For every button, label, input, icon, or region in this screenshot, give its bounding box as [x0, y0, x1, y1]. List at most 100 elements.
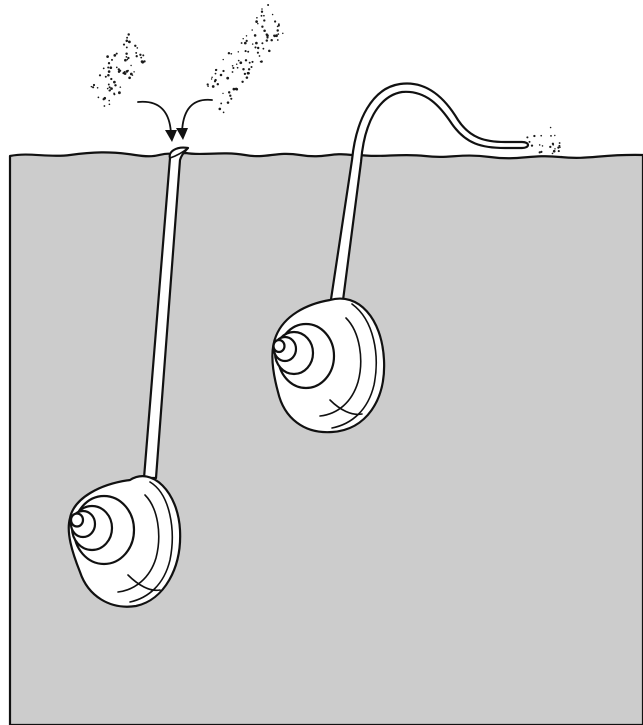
- left-particle-speck: [93, 84, 95, 86]
- right-particle-speck: [245, 50, 247, 52]
- right-particle-speck: [217, 83, 219, 85]
- right-particle-speck: [223, 112, 225, 114]
- left-particle-speck: [92, 86, 94, 88]
- right-particle-speck: [246, 76, 249, 79]
- right-particle-speck: [246, 40, 248, 42]
- right-particle-speck: [272, 14, 274, 16]
- right-particle-speck: [254, 34, 257, 37]
- right-particle-speck: [222, 70, 224, 72]
- right-particle-speck: [232, 67, 234, 69]
- tip-particle-speck: [542, 145, 544, 147]
- left-particle-speck: [128, 76, 131, 79]
- left-particle-speck: [128, 41, 131, 44]
- water-current-arrows: [138, 100, 212, 142]
- right-particle-speck: [270, 39, 272, 41]
- right-particle-speck: [229, 95, 231, 97]
- left-particle-speck: [134, 45, 136, 47]
- left-particle-speck: [113, 54, 116, 57]
- right-particle-speck: [242, 68, 244, 70]
- left-particle-speck: [116, 67, 118, 69]
- right-particle-speck: [261, 8, 263, 10]
- right-particle-speck: [242, 38, 243, 39]
- tip-particle-speck: [539, 151, 541, 153]
- right-particle-speck: [274, 36, 276, 38]
- left-particle-speck: [98, 97, 100, 99]
- right-particle-speck: [263, 30, 266, 33]
- left-particle-speck: [97, 87, 99, 89]
- left-particle-speck: [108, 62, 110, 64]
- right-particle-speck: [215, 69, 217, 71]
- tip-particle-speck: [554, 148, 555, 149]
- right-particle-speck: [266, 39, 268, 41]
- left-particle-speck: [126, 40, 129, 43]
- tip-particle-speck: [539, 144, 541, 146]
- left-particle-speck: [114, 84, 116, 86]
- arrowhead-right: [176, 128, 188, 140]
- right-particle-speck: [228, 91, 230, 93]
- tip-particle-speck: [526, 136, 528, 138]
- right-particle-speck: [245, 59, 247, 61]
- left-particle-speck: [135, 52, 137, 54]
- left-particle-speck: [124, 71, 126, 73]
- right-particle-speck: [255, 20, 258, 23]
- tip-particle-speck: [552, 153, 554, 155]
- left-particle-speck: [109, 66, 112, 69]
- arrowhead-left: [165, 130, 177, 142]
- right-particle-speck: [214, 80, 216, 82]
- right-particle-speck: [207, 86, 209, 88]
- tip-particle-speck: [553, 150, 556, 153]
- left-particle-speck: [133, 71, 134, 72]
- left-particle-speck: [104, 97, 107, 100]
- left-particle-speck: [113, 81, 116, 84]
- right-particle-speck: [241, 81, 243, 83]
- left-particle-speck: [107, 74, 110, 77]
- right-particle-speck: [239, 61, 242, 64]
- right-particle-speck: [211, 78, 212, 79]
- right-particle-speck: [261, 15, 263, 17]
- right-particle-speck: [261, 42, 263, 44]
- arrow-left: [138, 102, 171, 134]
- suspended-particles-siphon-tip: [526, 127, 562, 160]
- left-particle-speck: [120, 86, 122, 88]
- right-particle-speck: [277, 39, 279, 41]
- tip-particle-speck: [554, 135, 555, 136]
- right-particle-speck: [251, 61, 253, 63]
- right-particle-speck: [249, 62, 251, 64]
- left-particle-speck: [127, 59, 128, 60]
- left-particle-speck: [123, 44, 125, 46]
- left-particle-speck: [142, 54, 144, 56]
- right-particle-speck: [275, 34, 278, 37]
- left-particle-speck: [108, 84, 110, 86]
- left-particle-speck: [116, 53, 118, 55]
- right-particle-speck: [220, 102, 222, 104]
- right-particle-speck: [251, 66, 253, 68]
- left-particle-speck: [136, 55, 138, 57]
- left-particle-speck: [109, 103, 111, 105]
- left-particle-speck: [127, 57, 129, 59]
- right-particle-speck: [268, 50, 271, 53]
- left-particle-speck: [126, 46, 128, 48]
- left-particle-speck: [107, 67, 109, 69]
- left-particle-speck: [127, 33, 129, 35]
- tip-particle-speck: [559, 142, 561, 144]
- left-particle-speck: [106, 55, 109, 58]
- right-particle-speck: [254, 46, 256, 48]
- tip-particle-speck: [558, 150, 560, 152]
- right-particle-speck: [257, 52, 259, 54]
- left-particle-speck: [140, 57, 142, 59]
- right-particle-speck: [252, 43, 253, 44]
- left-particle-speck: [130, 65, 131, 66]
- left-particle-speck: [124, 59, 127, 62]
- right-particle-speck: [260, 60, 262, 62]
- right-particle-speck: [278, 23, 280, 25]
- left-particle-speck: [126, 37, 128, 39]
- right-particle-speck: [255, 42, 258, 45]
- right-particle-speck: [230, 53, 232, 55]
- right-particle-speck: [228, 52, 230, 54]
- right-particle-speck: [241, 42, 243, 44]
- right-particle-speck: [212, 85, 215, 88]
- left-particle-speck: [91, 86, 93, 88]
- right-particle-speck: [277, 33, 279, 35]
- right-particle-speck: [248, 72, 250, 74]
